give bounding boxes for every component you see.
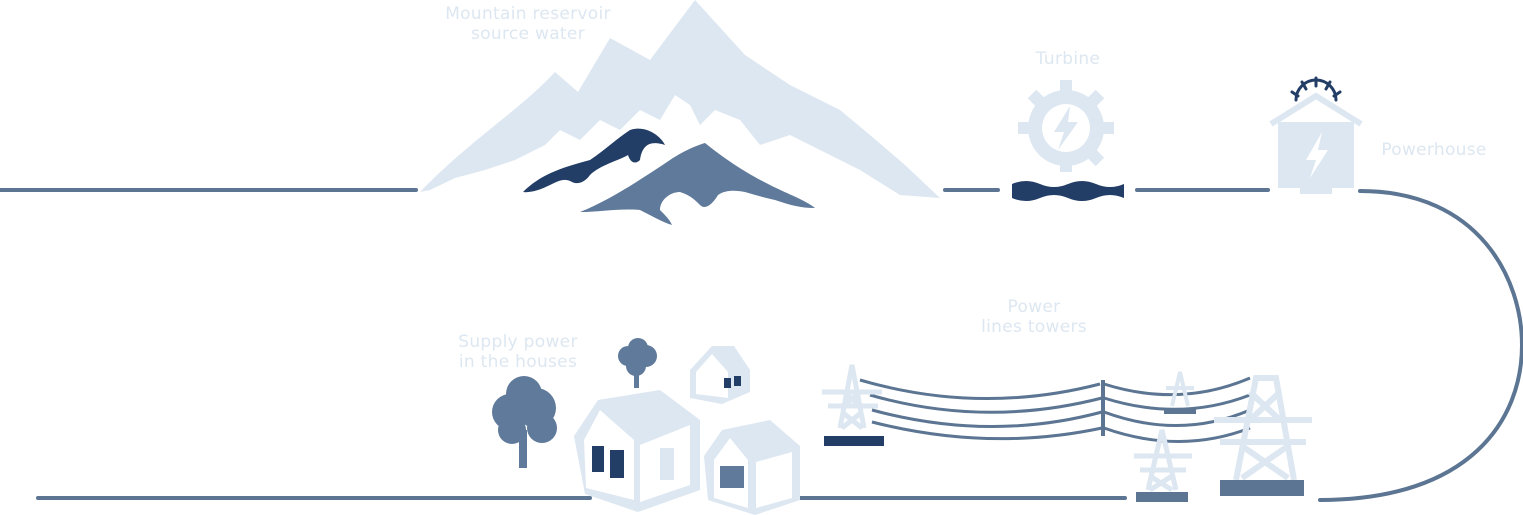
tower-left-icon xyxy=(822,364,882,430)
flow-lines xyxy=(0,188,1523,502)
label-powerhouse: Powerhouse xyxy=(1368,140,1500,160)
tree-large-icon xyxy=(492,376,557,468)
houses-group xyxy=(492,338,800,515)
label-mountain-line1: Mountain reservoir xyxy=(445,4,611,24)
tower-left-base xyxy=(824,436,884,446)
tower-small-bottom-base xyxy=(1136,492,1188,502)
house-back-icon xyxy=(690,346,750,404)
label-houses-line2: in the houses xyxy=(458,352,578,372)
flow-line-return-arc xyxy=(1318,189,1523,502)
gear-icon xyxy=(1018,80,1114,172)
turbine-icon xyxy=(1012,80,1124,201)
label-turbine: Turbine xyxy=(1008,49,1128,69)
mountain-back-shape xyxy=(420,0,940,198)
tree-small-icon xyxy=(618,338,657,388)
tower-large-icon xyxy=(1214,375,1312,481)
mountain-front-mid-shape xyxy=(580,143,815,225)
tower-small-top-icon xyxy=(1166,371,1194,407)
house-main-icon xyxy=(574,390,700,512)
label-powerhouse-line1: Powerhouse xyxy=(1381,140,1487,160)
label-houses-line1: Supply power xyxy=(458,332,578,352)
mountain-front-dark-shape xyxy=(523,128,665,193)
tower-large-base xyxy=(1220,480,1304,496)
powerhouse-roof xyxy=(1269,92,1363,127)
powerhouse-lightning-icon xyxy=(1306,132,1328,178)
label-towers-line2: lines towers xyxy=(981,317,1087,337)
powerhouse-icon xyxy=(1269,76,1363,194)
label-towers: Power lines towers xyxy=(960,297,1108,337)
sun-icon xyxy=(1290,76,1342,102)
label-mountain-line2: source water xyxy=(471,24,585,44)
label-towers-line1: Power xyxy=(1007,297,1061,317)
powerhouse-base xyxy=(1300,188,1332,194)
power-lines-towers xyxy=(822,364,1312,502)
tower-small-top-base xyxy=(1164,408,1196,414)
label-mountain: Mountain reservoir source water xyxy=(428,4,628,44)
house-right-icon xyxy=(704,420,800,515)
label-turbine-line1: Turbine xyxy=(1035,49,1101,69)
label-houses: Supply power in the houses xyxy=(440,332,596,372)
mountain-icon xyxy=(420,0,940,225)
tower-small-bottom-icon xyxy=(1134,429,1192,493)
turbine-water-wave-icon xyxy=(1012,181,1124,201)
turbine-lightning-icon xyxy=(1054,106,1078,150)
